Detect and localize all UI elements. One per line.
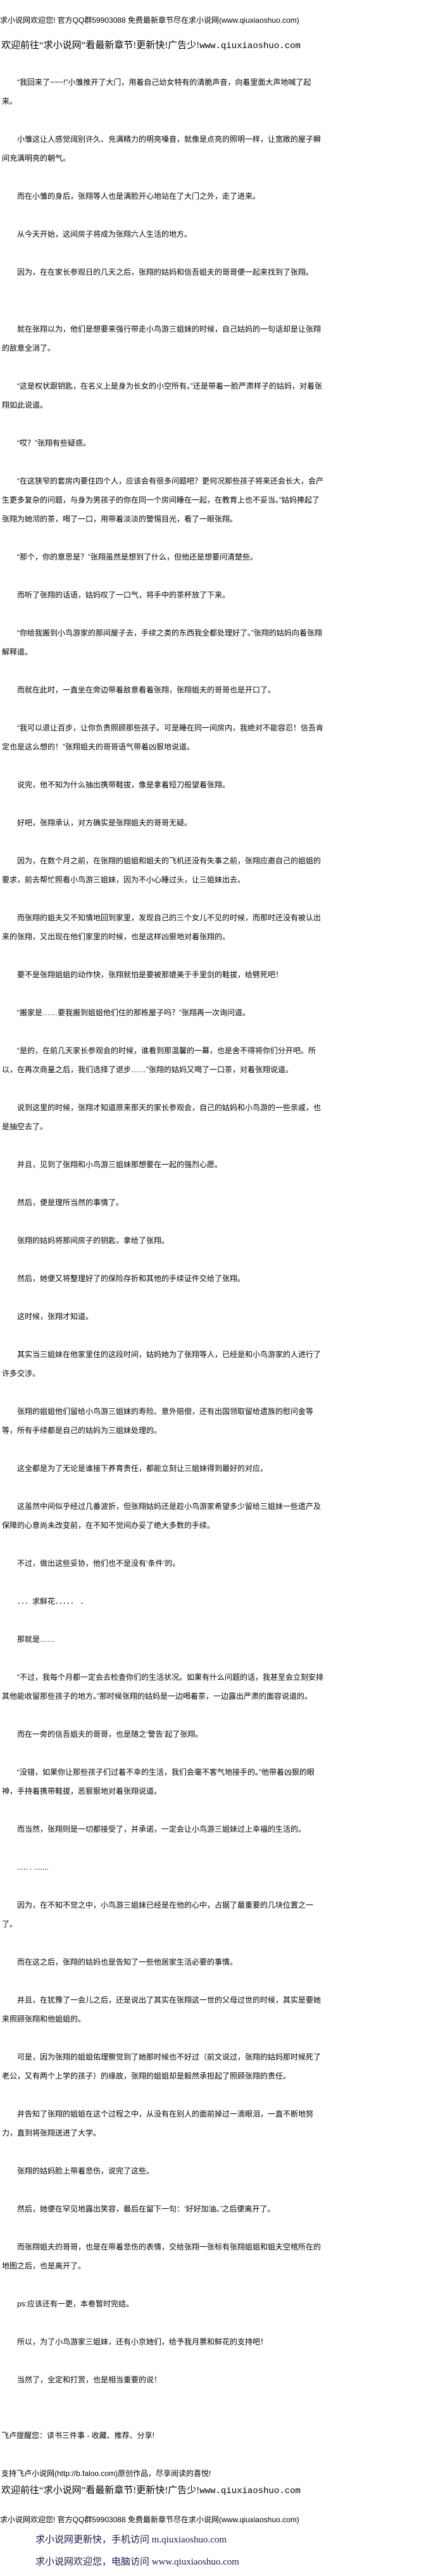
paragraph: 好吧，张翔承认，对方确实是张翔姐夫的哥哥无疑。	[17, 818, 192, 827]
paragraph: “在这狭窄的套房内要住四个人，应该会有很多问题吧？更何况那些孩子将来还会长大，会…	[2, 477, 323, 523]
paragraph: 所以，为了小鸟游家三姐妹，还有小京她们，给予我月票和鲜花的支持吧！	[17, 2337, 268, 2346]
paragraph: 而听了张翔的话语，姑妈叹了一口气，将手中的茶杯放了下来。	[17, 591, 230, 599]
welcome-banner-text: 欢迎前往“求小说网”看最新章节!更新快!广告少!	[1, 41, 200, 51]
paragraph: 因为，在在家长参观日的几天之后，张翔的姑妈和信吾姐夫的哥哥便一起来找到了张翔。	[17, 268, 314, 277]
paragraph: 可是，因为张翔的姐姐佑理察觉到了她那时候也不好过（前文说过，张翔的姑妈那时候死了…	[2, 2053, 321, 2080]
mobile-access-line: 求小说网更新快，手机访问 m.qiuxiaoshuo.com	[35, 2533, 227, 2547]
paragraph: 这全都是为了无论是谁接下养育责任，都能立刻让三姐妹得到最好的对应。	[17, 1464, 268, 1473]
paragraph: 当然了，全定和打赏，也是相当重要的说！	[17, 2375, 162, 2384]
paragraph: 张翔的姐姐他们留给小鸟游三姐妹的寿险、意外赔偿，还有出国领取留给遗族的慰问金等等…	[2, 1407, 314, 1435]
paragraph: ．．．求鲜花．．．．． ．	[17, 1597, 88, 1606]
paragraph: 而在这之后，张翔的姑妈也是告知了一些他居家生活必要的事情。	[17, 1958, 238, 1966]
paragraph: 而在小雏的身后，张翔等人也是满脸开心地站在了大门之外，走了进来。	[17, 192, 261, 201]
paragraph: 然后，她便又将整理好了的保险存折和其他的手续证件交给了张翔。	[17, 1274, 246, 1283]
mobile-url-link[interactable]: m.qiuxiaoshuo.com	[151, 2535, 227, 2545]
paragraph: 而张翔姐夫的哥哥，也是在带着悲伤的表情，交给张翔一张标有张翔姐姐和姐夫空棺所在的…	[2, 2242, 321, 2270]
paragraph: 因为，在不知不觉之中，小鸟游三姐妹已经是在他的心中，占据了最重要的几块位置之一了…	[2, 1901, 314, 1929]
site-url-link[interactable]: www.qiuxiaoshuo.com	[199, 41, 301, 51]
welcome-banner-bottom: 欢迎前往“求小说网”看最新章节!更新快!广告少!www.qiuxiaoshuo.…	[1, 2484, 301, 2498]
paragraph: “是的，在前几天家长参观会的时候，谁看到那温馨的一幕，也是舍不得将你们分开吧。所…	[2, 1046, 316, 1074]
paragraph: 张翔的姑妈脸上带着悲伤，说完了这些。	[17, 2166, 154, 2175]
paragraph: ps:应该还有一更，本卷暂时完结。	[17, 2299, 134, 2308]
reading-reminder: 飞卢提醒您：读书三件事 - 收藏、推荐、分享!	[1, 2431, 154, 2440]
mobile-access-label: 求小说网更新快，手机访问	[35, 2535, 152, 2545]
support-notice: 支持飞卢小说网(http://b.faloo.com)原创作品，尽享阅读的喜悦!	[1, 2469, 211, 2478]
paragraph: 不过，做出这些妥协，他们也不是没有‘条件’的。	[17, 1559, 180, 1568]
paragraph: “那个，你的意思是？”张翔虽然是想到了什么，但他还是想要问清楚些。	[17, 553, 258, 561]
paragraph: ..... . .......	[17, 1863, 49, 1872]
paragraph: 然后，她便在罕见地露出笑容，最后在留下一句：‘好好加油。’之后便离开了。	[17, 2204, 275, 2213]
paragraph: 并且，见到了张翔和小鸟游三姐妹那想要在一起的强烈心愿。	[17, 1160, 223, 1169]
paragraph: 说完，他不知为什么抽出携带鞋拔，像是拿着短刀般望着张翔。	[17, 780, 230, 789]
paragraph: 而就在此时，一直坐在旁边带着敌意看着张翔，张翔姐夫的哥哥也是开口了。	[17, 685, 276, 694]
desktop-access-label: 求小说网欢迎您，电脑访问	[35, 2557, 152, 2567]
paragraph: “没错，如果你让那些孩子们过着不幸的生活，我们会毫不客气地接手的。”他带着凶狠的…	[2, 1768, 315, 1796]
paragraph: 并且，在犹豫了一会儿之后，还是说出了其实在张翔这一世的父母过世的时候，其实是要她…	[2, 1996, 321, 2023]
paragraph: “我可以退让百步，让你负责照顾那些孩子。可是睡在同一间房内，我绝对不能容忍！信吾…	[2, 723, 323, 751]
paragraph: 小雏这让人感觉阔别许久、充满精力的明亮嗓音，就像是点亮的照明一样，让宽敞的屋子瞬…	[2, 135, 321, 163]
paragraph: “这是权状跟钥匙，在名义上是身为长女的小空所有。”还是带着一脸严肃样子的姑妈，对…	[2, 382, 322, 410]
paragraph: 而张翔的姐夫又不知情地回到家里，发现自己的三个女儿不见的时候，而那时还没有被认出…	[2, 913, 321, 941]
paragraph: 从今天开始，这间房子将成为张翔六人生活的地方。	[17, 230, 192, 239]
paragraph: “不过，我每个月都一定会去检查你们的生活状况。如果有什么问题的话，我甚至会立刻安…	[2, 1673, 323, 1701]
paragraph: 因为，在数个月之前，在张翔的姐姐和姐夫的飞机还没有失事之前，张翔应邀自己的姐姐的…	[2, 856, 321, 884]
paragraph: 而当然，张翔则是一切都接受了，并承诺，一定会让小鸟游三姐妹过上幸福的生活的。	[17, 1825, 306, 1834]
paragraph: “我回来了~~~!”小雏推开了大门，用着自己幼女特有的清脆声音，向着里面大声地喊…	[2, 78, 311, 106]
paragraph: 张翔的姑妈将那间房子的钥匙，拿给了张翔。	[17, 1236, 170, 1245]
paragraph: 其实当三姐妹在他家里住的这段时间，姑妈她为了张翔等人，已经是和小鸟游家的人进行了…	[2, 1350, 321, 1378]
desktop-url-link[interactable]: www.qiuxiaoshuo.com	[151, 2557, 239, 2567]
bottom-notice: 求小说网欢迎您! 官方QQ群59903088 免费最新章节尽在求小说网(www.…	[0, 2515, 299, 2524]
paragraph: “哎？”张翔有些疑惑。	[17, 439, 90, 447]
paragraph: 然后，便是理所当然的事情了。	[17, 1198, 124, 1207]
paragraph: 那就是……	[17, 1635, 56, 1644]
paragraph: “搬家是……要我搬到姐姐他们住的那栋屋子吗？”张翔再一次询问道。	[17, 1008, 250, 1017]
paragraph: 而在一旁的信吾姐夫的哥哥，也是随之‘警告’起了张翔。	[17, 1730, 203, 1739]
paragraph: 要不是张翔姐姐的动作快，张翔就怕是要被那媲美于手里剑的鞋拔，给劈死吧！	[17, 970, 284, 979]
paragraph: “你给我搬到小鸟游家的那间屋子去，手续之类的东西我全都处理好了。”张翔的姑妈向着…	[2, 628, 322, 656]
desktop-access-line: 求小说网欢迎您，电脑访问 www.qiuxiaoshuo.com	[35, 2555, 239, 2569]
paragraph: 并告知了张翔的姐姐在这个过程之中，从没有在别人的面前掉过一滴眼泪，一直不断地努力…	[2, 2110, 314, 2137]
paragraph: 这虽然中间似乎经过几番波折，但张翔姑妈还是趁小鸟游家希望多少留给三姐妹一些遗产及…	[2, 1502, 321, 1530]
site-url-link[interactable]: www.qiuxiaoshuo.com	[199, 2486, 301, 2496]
welcome-banner-text: 欢迎前往“求小说网”看最新章节!更新快!广告少!	[1, 2485, 200, 2496]
paragraph: 就在张翔以为，他们是想要来强行带走小鸟游三姐妹的时候，自己姑妈的一句话却是让张翔…	[2, 325, 321, 353]
paragraph: 这时候，张翔才知道。	[17, 1312, 94, 1321]
chapter-content: “我回来了~~~!”小雏推开了大门，用着自己幼女特有的清脆声音，向着里面大声地喊…	[2, 73, 323, 2408]
top-notice: 求小说网欢迎您! 官方QQ群59903088 免费最新章节尽在求小说网(www.…	[0, 16, 299, 25]
paragraph: 说到这里的时候，张翔才知道原来那天的家长参观会，自己的姑妈和小鸟游的一些亲戚，也…	[2, 1103, 321, 1131]
welcome-banner: 欢迎前往“求小说网”看最新章节!更新快!广告少!www.qiuxiaoshuo.…	[1, 39, 301, 53]
